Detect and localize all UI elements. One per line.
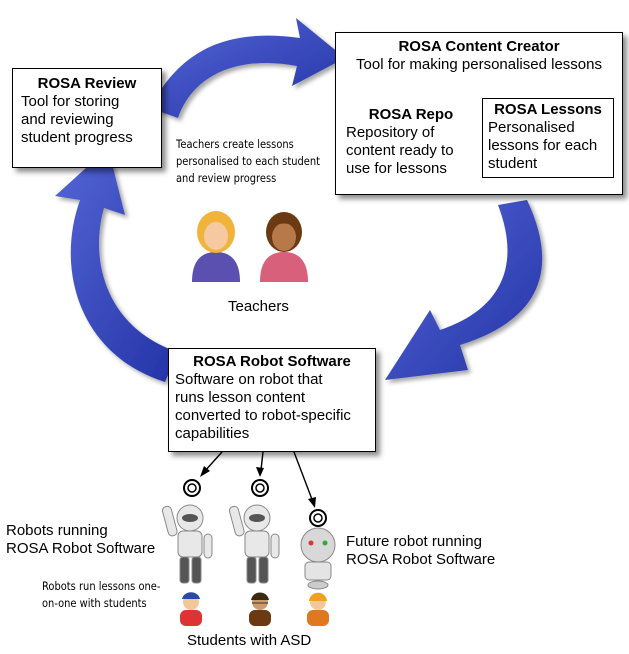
rosa-repo-line-1: Repository of <box>346 124 435 141</box>
rosa-review-line-3: student progress <box>21 129 133 146</box>
rosa-repo: ROSA Repo Repository of content ready to… <box>346 106 476 178</box>
students-label: Students with ASD <box>187 632 312 649</box>
rosa-lessons-line-3: student <box>488 155 538 172</box>
robots-label-line-1: Robots running <box>6 522 108 539</box>
rosa-lessons-line-1: Personalised <box>488 119 575 136</box>
robot-software-line-2: runs lesson content <box>175 389 306 406</box>
student-icon-2 <box>249 592 271 626</box>
curved-arrow-icon-right <box>385 200 543 380</box>
rosa-lessons-line-2: lessons for each <box>488 137 598 154</box>
teachers-note-line-1: Teachers create lessons <box>176 137 294 151</box>
student-icon-3 <box>307 592 329 626</box>
rosa-review-box: ROSA Review Tool for storing and reviewi… <box>12 68 162 168</box>
robot-software-title: ROSA Robot Software <box>193 353 351 370</box>
teachers-note-line-2: personalised to each student <box>176 154 320 168</box>
rosa-repo-line-2: content ready to <box>346 142 454 159</box>
teacher-icon-2 <box>260 212 308 282</box>
rosa-lessons-title: ROSA Lessons <box>494 101 602 118</box>
teachers-note-line-3: and review progress <box>176 171 277 185</box>
robots-note: Robots run lessons one- on-one with stud… <box>42 578 160 612</box>
robots-label: Robots running ROSA Robot Software <box>6 522 155 558</box>
robot-software-line-1: Software on robot that <box>175 371 323 388</box>
content-creator-subtitle: Tool for making personalised lessons <box>356 56 602 73</box>
teachers-note: Teachers create lessons personalised to … <box>176 136 320 187</box>
robot-software-line-4: capabilities <box>175 425 250 442</box>
signal-icon <box>183 479 327 527</box>
rosa-repo-line-3: use for lessons <box>346 160 447 177</box>
content-creator-title: ROSA Content Creator <box>398 38 560 55</box>
teachers-label: Teachers <box>228 298 289 315</box>
nao-robot-icon <box>161 504 213 584</box>
future-robot-label: Future robot running ROSA Robot Software <box>346 533 495 569</box>
future-robot-label-line-1: Future robot running <box>346 533 482 550</box>
connector-arrows <box>203 451 314 503</box>
rosa-lessons-box: ROSA Lessons Personalised lessons for ea… <box>482 98 614 178</box>
curved-arrow-icon-top <box>150 18 345 118</box>
rosa-review-line-1: Tool for storing <box>21 93 120 110</box>
curved-arrow-icon-left <box>55 148 178 382</box>
rosa-review-title: ROSA Review <box>37 75 137 92</box>
future-robot-icon <box>300 527 336 590</box>
nao-robot-icon-2 <box>228 504 280 584</box>
rosa-review-line-2: and reviewing <box>21 111 114 128</box>
rosa-repo-title: ROSA Repo <box>368 106 454 123</box>
future-robot-label-line-2: ROSA Robot Software <box>346 551 496 568</box>
connector-arrowheads <box>200 466 316 508</box>
student-icon <box>180 592 202 626</box>
teacher-icon <box>192 211 240 282</box>
robots-note-line-1: Robots run lessons one- <box>42 579 161 593</box>
robots-label-line-2: ROSA Robot Software <box>6 540 156 557</box>
robot-software-line-3: converted to robot-specific <box>175 407 351 424</box>
robots-note-line-2: on-one with students <box>42 596 147 610</box>
rosa-robot-software-box: ROSA Robot Software Software on robot th… <box>168 348 376 452</box>
